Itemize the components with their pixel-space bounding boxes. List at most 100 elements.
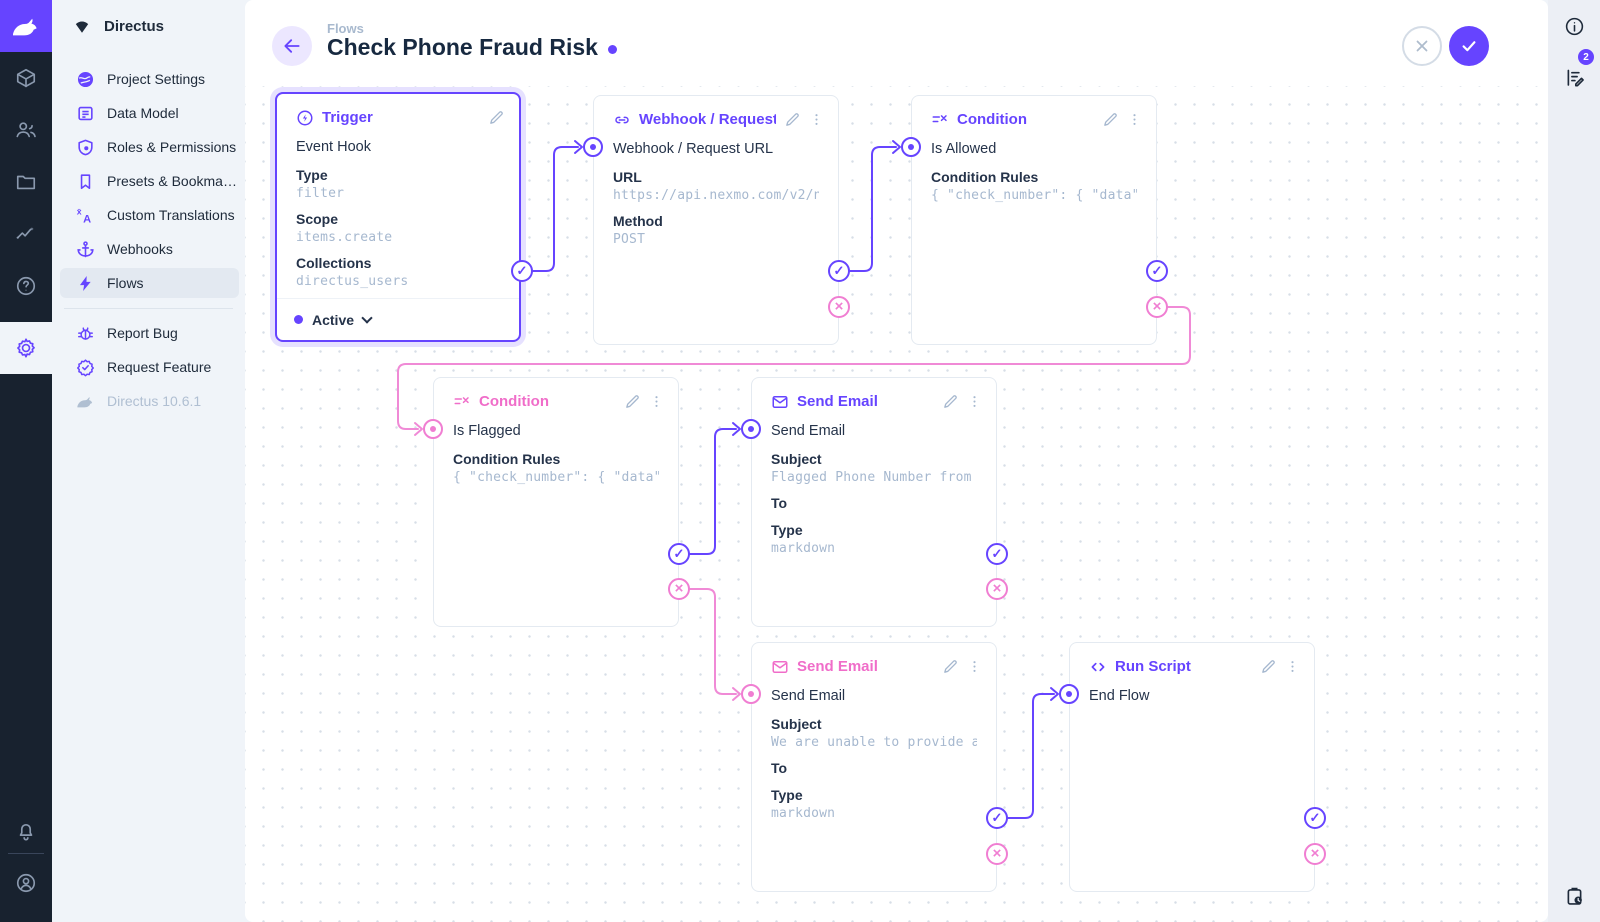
- panel-condition-flagged[interactable]: Condition Is Flagged Condition Rules { "…: [433, 377, 679, 627]
- rule-icon: [453, 393, 471, 411]
- operation-name: End Flow: [1089, 688, 1150, 704]
- kebab-menu-icon[interactable]: [967, 394, 982, 409]
- panel-title: Condition: [957, 111, 1027, 128]
- sidebar-item-roles-permissions[interactable]: Roles & Permissions: [60, 132, 239, 162]
- files-module-icon[interactable]: [0, 156, 52, 208]
- resolve-connector[interactable]: [668, 543, 690, 565]
- content-module-icon[interactable]: [0, 52, 52, 104]
- sidebar-item-request-feature[interactable]: Request Feature: [60, 352, 239, 382]
- activity-log-icon[interactable]: [1548, 874, 1600, 918]
- close-icon: [1416, 40, 1428, 52]
- input-connector[interactable]: [583, 137, 603, 157]
- panel-trigger[interactable]: Trigger Event Hook Type filter Scope ite…: [275, 92, 521, 342]
- discard-changes-button[interactable]: [1402, 26, 1442, 66]
- panel-title: Send Email: [797, 658, 878, 675]
- sidebar-item-project-settings[interactable]: Project Settings: [60, 64, 239, 94]
- sidebar-item-label: Project Settings: [107, 71, 206, 87]
- kebab-menu-icon[interactable]: [1127, 112, 1142, 127]
- resolve-connector[interactable]: [1304, 807, 1326, 829]
- bookmark-icon: [76, 172, 95, 191]
- sidebar-item-presets-bookmarks[interactable]: Presets & Bookmarks: [60, 166, 239, 196]
- input-connector[interactable]: [1059, 684, 1079, 704]
- flow-connections: [397, 140, 1191, 819]
- account-icon[interactable]: [0, 857, 52, 909]
- info-sidebar-icon[interactable]: [1548, 4, 1600, 48]
- reject-connector[interactable]: [986, 578, 1008, 600]
- insights-module-icon[interactable]: [0, 208, 52, 260]
- shield-icon: [76, 138, 95, 157]
- input-connector[interactable]: [741, 419, 761, 439]
- sidebar-item-flows[interactable]: Flows: [60, 268, 239, 298]
- input-connector[interactable]: [901, 137, 921, 157]
- panel-condition-allowed[interactable]: Condition Is Allowed Condition Rules { "…: [911, 95, 1157, 345]
- back-button[interactable]: [272, 26, 312, 66]
- sidebar-item-webhooks[interactable]: Webhooks: [60, 234, 239, 264]
- panel-title: Condition: [479, 393, 549, 410]
- notifications-bell-icon[interactable]: [0, 805, 52, 857]
- field-label: To: [771, 760, 788, 776]
- data-model-icon: [76, 104, 95, 123]
- edit-icon[interactable]: [1102, 111, 1119, 128]
- active-status-dot: [294, 315, 303, 324]
- edit-icon[interactable]: [624, 393, 641, 410]
- reject-connector[interactable]: [1146, 296, 1168, 318]
- panel-send-email-flagged[interactable]: Send Email Send Email Subject Flagged Ph…: [751, 377, 997, 627]
- docs-module-icon[interactable]: [0, 260, 52, 312]
- sidebar-item-report-bug[interactable]: Report Bug: [60, 318, 239, 348]
- panel-webhook[interactable]: Webhook / Request URL Webhook / Request …: [593, 95, 839, 345]
- flow-canvas[interactable]: Flows Check Phone Fraud Risk: [245, 0, 1548, 922]
- project-fan-icon: [75, 21, 89, 33]
- kebab-menu-icon[interactable]: [649, 394, 664, 409]
- field-label: Subject: [771, 716, 822, 732]
- sidebar-item-label: Flows: [107, 275, 144, 291]
- settings-module-icon[interactable]: [0, 322, 52, 374]
- input-connector[interactable]: [423, 419, 443, 439]
- save-button[interactable]: [1449, 26, 1489, 66]
- arrow-left-icon: [284, 39, 300, 53]
- field-label: URL: [613, 169, 642, 185]
- users-module-icon[interactable]: [0, 104, 52, 156]
- edit-icon[interactable]: [1260, 658, 1277, 675]
- kebab-menu-icon[interactable]: [1285, 659, 1300, 674]
- directus-logo[interactable]: [0, 0, 52, 52]
- field-label: Scope: [296, 211, 339, 227]
- project-header[interactable]: Directus: [52, 0, 245, 52]
- code-icon: [1089, 658, 1107, 676]
- resolve-connector[interactable]: [1146, 260, 1168, 282]
- revisions-sidebar-icon[interactable]: 2: [1548, 49, 1600, 99]
- edit-icon[interactable]: [942, 658, 959, 675]
- verified-icon: [76, 358, 95, 377]
- field-value: items.create: [296, 230, 393, 245]
- kebab-menu-icon[interactable]: [967, 659, 982, 674]
- resolve-connector[interactable]: [511, 260, 533, 282]
- edit-icon[interactable]: [784, 111, 801, 128]
- reject-connector[interactable]: [986, 843, 1008, 865]
- field-value: markdown: [771, 806, 836, 821]
- sidebar-item-version: Directus 10.6.1: [60, 386, 239, 416]
- panel-title: Webhook / Request URL: [639, 111, 776, 128]
- edit-icon[interactable]: [942, 393, 959, 410]
- breadcrumb[interactable]: Flows: [327, 21, 364, 36]
- reject-connector[interactable]: [668, 578, 690, 600]
- resolve-connector[interactable]: [986, 807, 1008, 829]
- trigger-status-toggle[interactable]: Active: [277, 298, 519, 340]
- edit-icon[interactable]: [488, 109, 505, 126]
- sidebar-item-data-model[interactable]: Data Model: [60, 98, 239, 128]
- sidebar-item-custom-translations[interactable]: x̄A Custom Translations: [60, 200, 239, 230]
- field-value: POST: [613, 232, 646, 247]
- panel-send-email-unable[interactable]: Send Email Send Email Subject We are una…: [751, 642, 997, 892]
- bolt-icon: [76, 274, 95, 293]
- page-title: Check Phone Fraud Risk: [327, 34, 617, 61]
- operation-name: Send Email: [771, 423, 846, 439]
- resolve-connector[interactable]: [986, 543, 1008, 565]
- kebab-menu-icon[interactable]: [809, 112, 824, 127]
- panel-title: Trigger: [322, 109, 373, 126]
- reject-connector[interactable]: [828, 296, 850, 318]
- rule-icon: [931, 111, 949, 129]
- input-connector[interactable]: [741, 684, 761, 704]
- reject-connector[interactable]: [1304, 843, 1326, 865]
- resolve-connector[interactable]: [828, 260, 850, 282]
- field-value: { "check_number": { "data"…: [931, 188, 1137, 203]
- panel-run-script[interactable]: Run Script End Flow: [1069, 642, 1315, 892]
- field-value: We are unable to provide a…: [771, 735, 977, 750]
